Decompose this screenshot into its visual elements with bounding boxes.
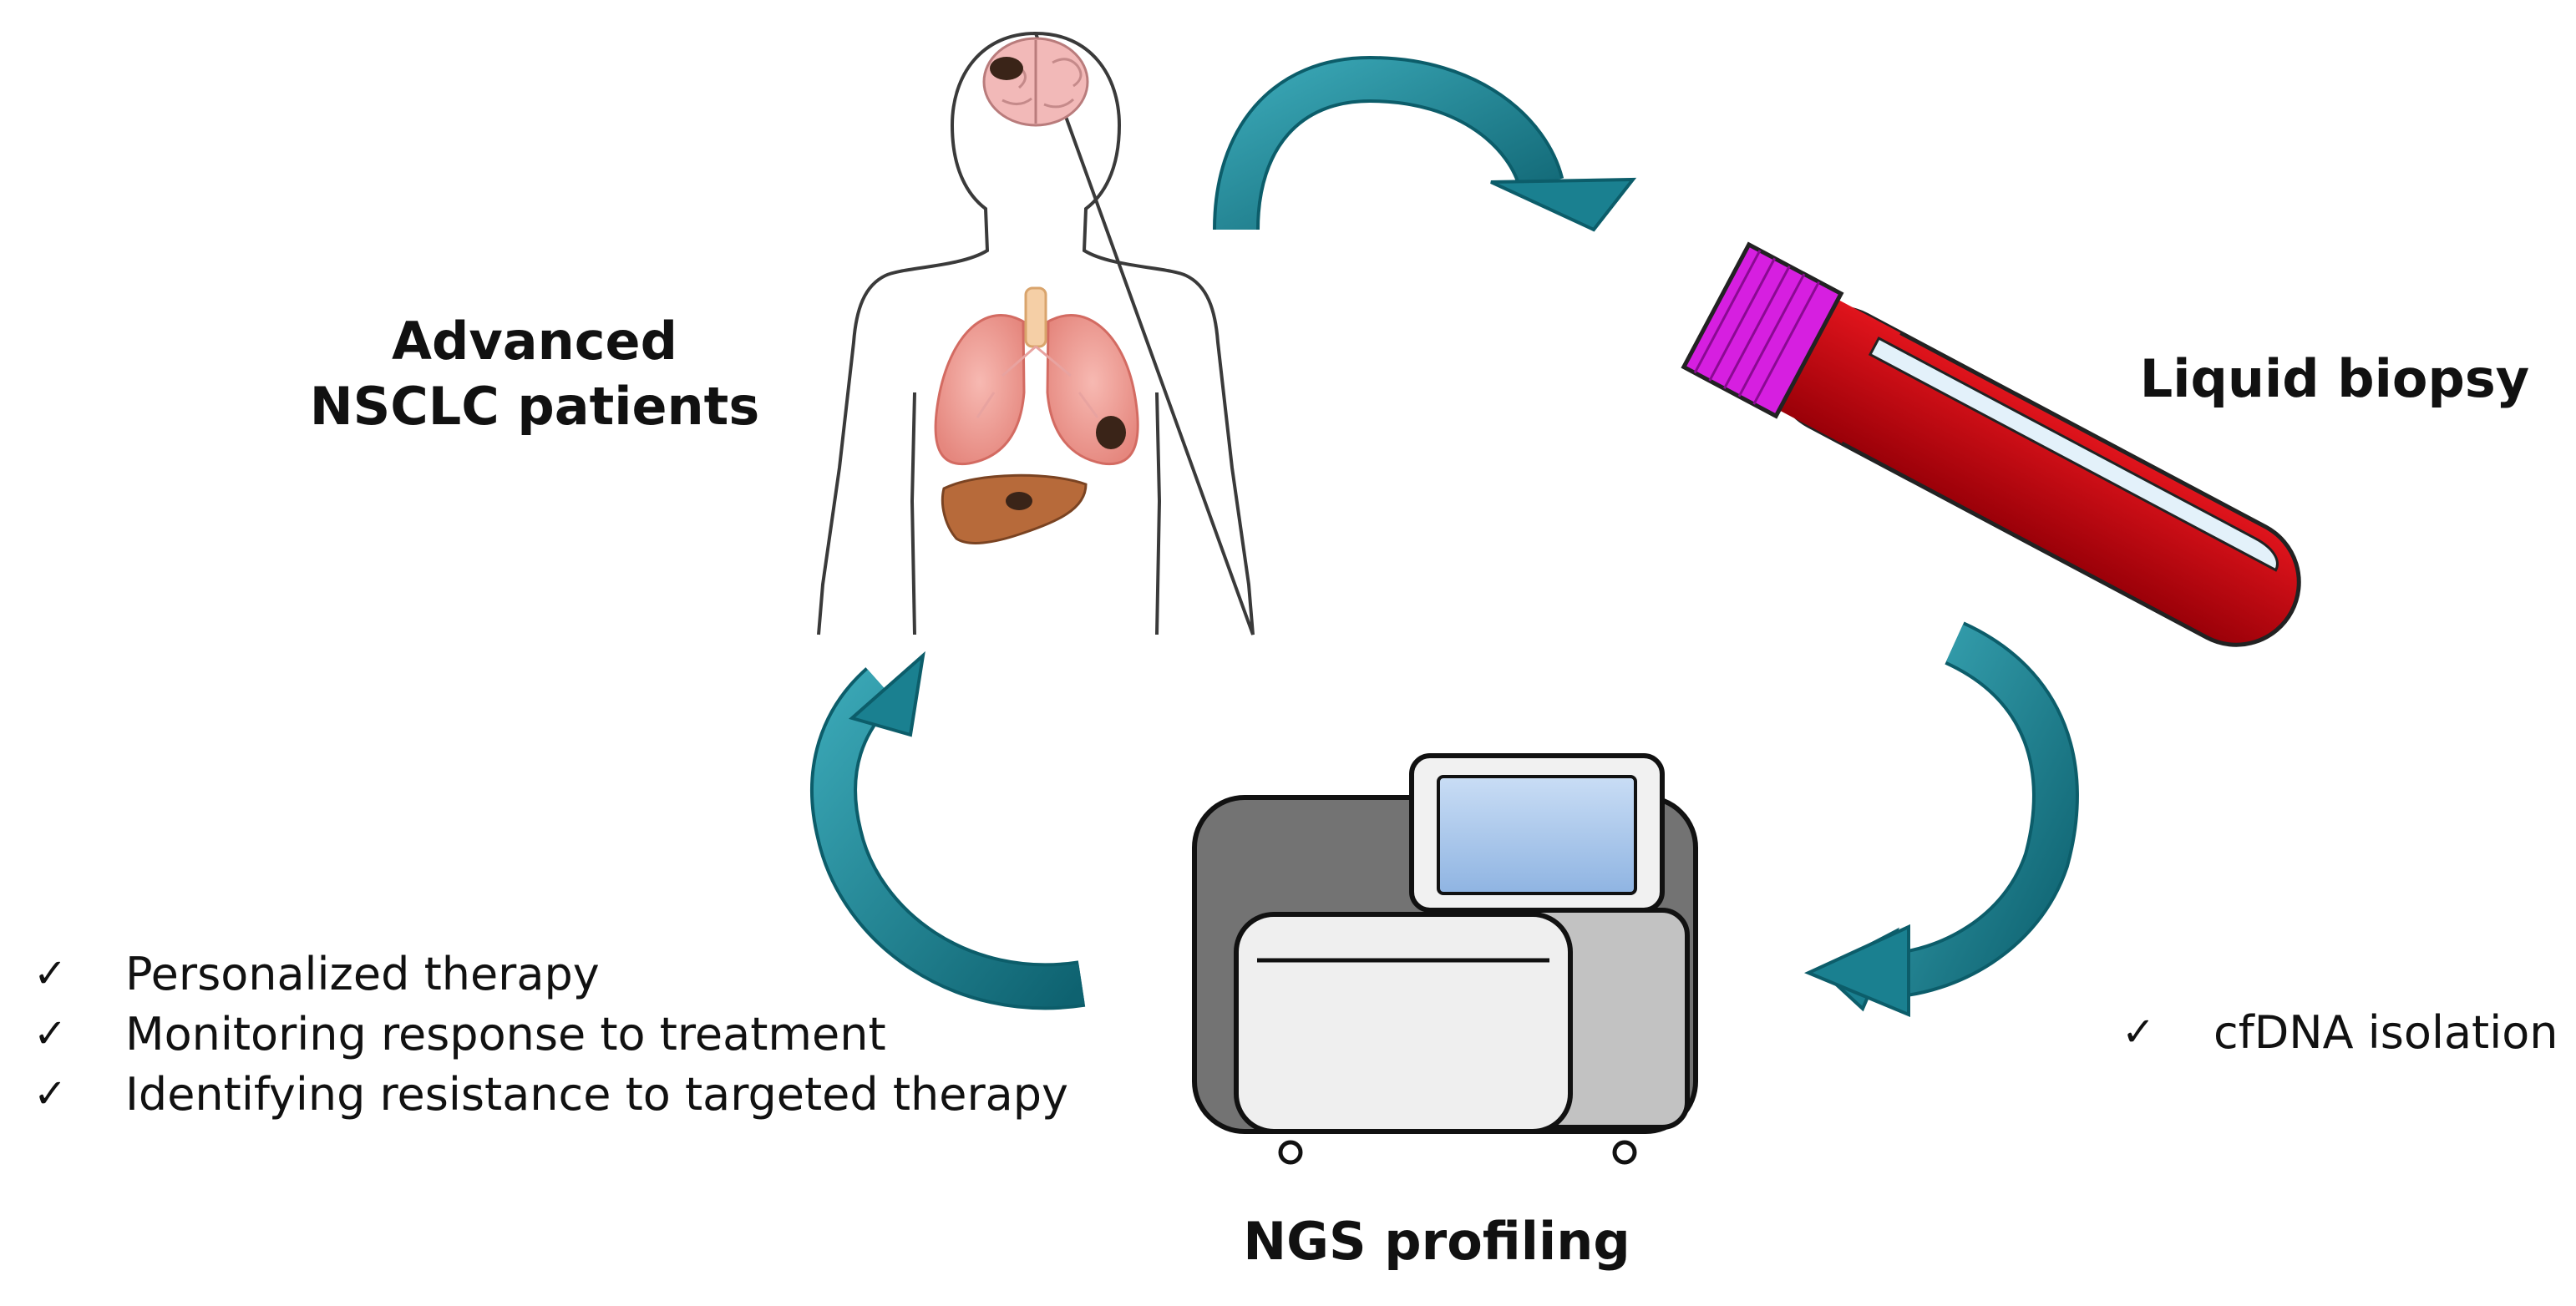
- blood-tube-icon: [1681, 241, 2301, 647]
- patients-label: Advanced NSCLC patients: [309, 309, 760, 438]
- sequencer-icon: [1192, 753, 1698, 1165]
- ngs-outcomes-list: ✓ Personalized therapy ✓ Monitoring resp…: [33, 944, 1136, 1124]
- outcome-text: Identifying resistance to targeted thera…: [125, 1067, 1068, 1121]
- liver-icon: [941, 473, 1088, 544]
- list-item: ✓ Monitoring response to treatment: [33, 1004, 1136, 1064]
- trachea: [1024, 286, 1047, 348]
- left-arm-inner: [910, 392, 916, 635]
- body-outline: [817, 31, 1255, 635]
- list-item: ✓ Personalized therapy: [33, 944, 1136, 1004]
- arrow-ngs-to-patients: [810, 650, 1086, 1010]
- arrow-body-to-biopsy: [1213, 55, 1637, 232]
- biopsy-notes-list: ✓ cfDNA isolation: [2122, 1002, 2564, 1062]
- check-icon: ✓: [33, 950, 68, 997]
- note-text: cfDNA isolation: [2213, 1005, 2558, 1059]
- cycle-arrow-icon: [810, 55, 2079, 1017]
- arrow-biopsy-to-ngs: [1804, 621, 2079, 1017]
- check-icon: ✓: [2122, 1009, 2156, 1055]
- ngs-label: NGS profiling: [1243, 1211, 1630, 1272]
- tube-glass-highlight: [1868, 337, 2279, 572]
- right-arm-inner: [1155, 392, 1162, 635]
- outcome-text: Monitoring response to treatment: [125, 1007, 886, 1060]
- lungs-icon: [934, 286, 1139, 466]
- sequencer-foot-right: [1612, 1140, 1637, 1165]
- tube-cap: [1681, 241, 1844, 419]
- lung-tumor: [1096, 416, 1126, 449]
- sequencer-front-body: [1234, 912, 1573, 1134]
- check-icon: ✓: [33, 1071, 68, 1117]
- outcome-text: Personalized therapy: [125, 947, 600, 1000]
- list-item: ✓ Identifying resistance to targeted the…: [33, 1064, 1136, 1124]
- sequencer-foot-left: [1278, 1140, 1303, 1165]
- sequencer-screen: [1437, 775, 1637, 895]
- check-icon: ✓: [33, 1010, 68, 1057]
- list-item: ✓ cfDNA isolation: [2122, 1002, 2564, 1062]
- brain-icon: [982, 37, 1089, 127]
- human-body-icon: [817, 31, 1255, 635]
- brain-tumor: [990, 57, 1023, 80]
- biopsy-label: Liquid biopsy: [2139, 348, 2530, 409]
- liver-tumor: [1006, 492, 1032, 510]
- patients-label-line2: NSCLC patients: [309, 375, 760, 437]
- patients-label-line1: Advanced: [392, 311, 677, 372]
